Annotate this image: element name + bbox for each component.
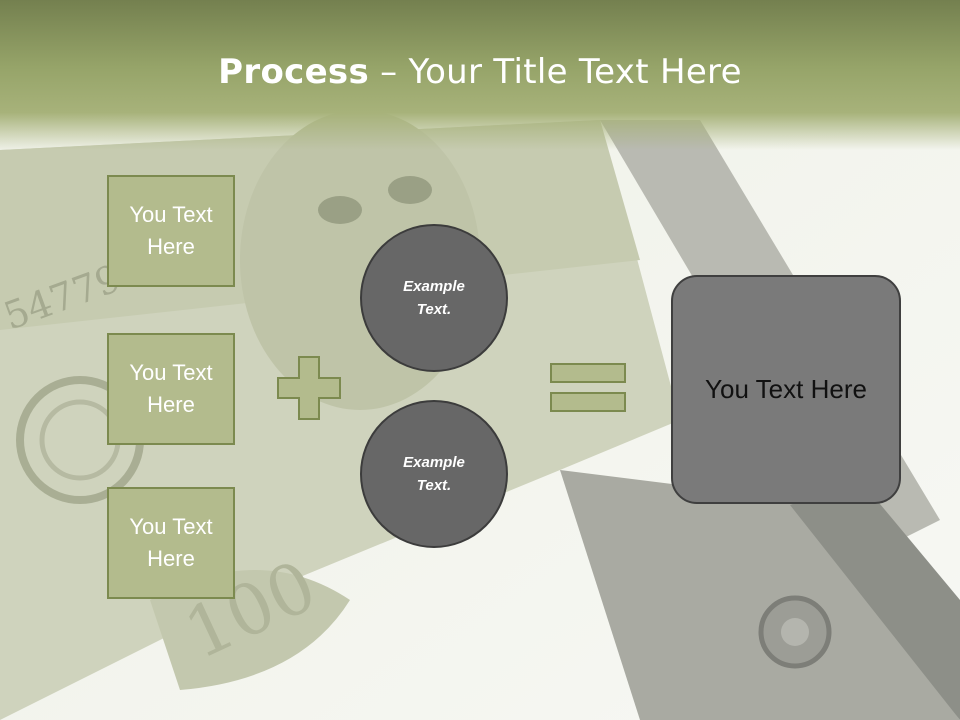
title-bold: Process bbox=[218, 52, 370, 92]
result-box[interactable]: You Text Here bbox=[671, 275, 901, 504]
example-circle-1[interactable]: Example Text. bbox=[360, 224, 508, 372]
step-box-label: You Text Here bbox=[129, 514, 213, 571]
circle-label: Example Text. bbox=[403, 454, 465, 494]
header-band bbox=[0, 0, 960, 150]
step-box-label: You Text Here bbox=[129, 360, 213, 417]
circle-label: Example Text. bbox=[403, 278, 465, 318]
step-box-label: You Text Here bbox=[129, 202, 213, 259]
example-circle-2[interactable]: Example Text. bbox=[360, 400, 508, 548]
equals-icon-top-bar bbox=[550, 363, 626, 383]
title-rest: – Your Title Text Here bbox=[369, 52, 742, 92]
equals-icon-bottom-bar bbox=[550, 392, 626, 412]
step-box-3[interactable]: You Text Here bbox=[107, 487, 235, 599]
slide-title: Process – Your Title Text Here bbox=[0, 52, 960, 92]
step-box-2[interactable]: You Text Here bbox=[107, 333, 235, 445]
result-label: You Text Here bbox=[705, 374, 867, 404]
plus-icon bbox=[277, 356, 341, 420]
step-box-1[interactable]: You Text Here bbox=[107, 175, 235, 287]
